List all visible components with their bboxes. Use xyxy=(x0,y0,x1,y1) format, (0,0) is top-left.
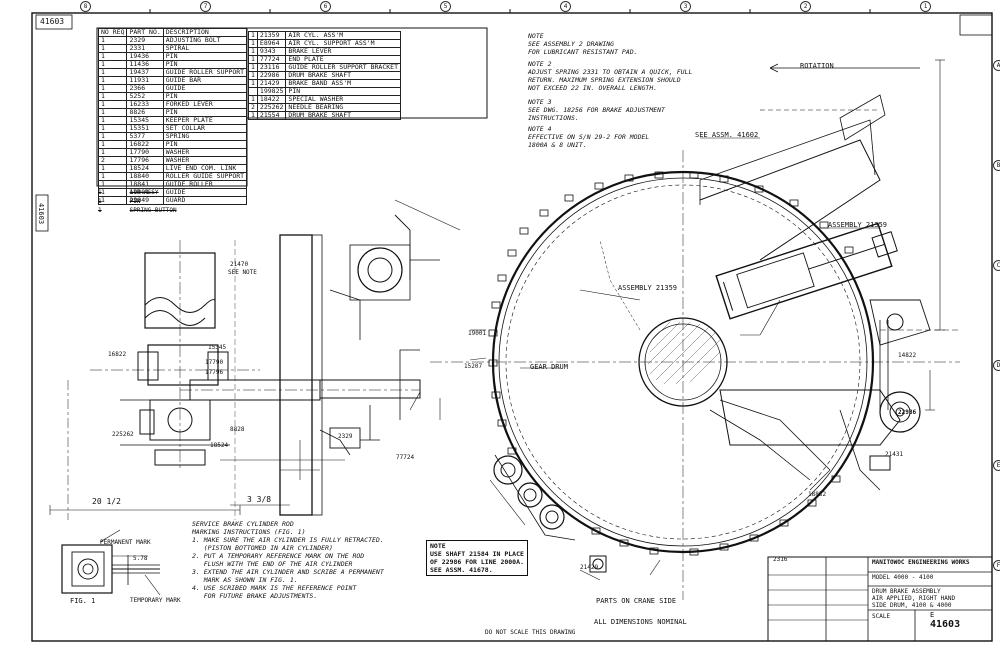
superseded-cell-qty: 1 xyxy=(98,198,102,205)
zone-marker: 4 xyxy=(560,1,571,12)
superseded-cell-qty: 1 xyxy=(98,207,102,214)
title-company: MANITOWOC ENGINEERING WORKS xyxy=(872,559,970,566)
label-dim-578: 5.78 xyxy=(133,555,148,562)
label-dim-20: 20 1/2 xyxy=(92,497,121,506)
zone-marker: 5 xyxy=(440,1,451,12)
zone-marker: 6 xyxy=(320,1,331,12)
drawing-number-corner: 41603 xyxy=(40,17,65,26)
title-line-1: DRUM BRAKE ASSEMBLY xyxy=(872,588,941,595)
zone-marker: 7 xyxy=(200,1,211,12)
zone-marker: D xyxy=(993,360,1000,371)
part-label-22986: 22986 xyxy=(898,409,917,416)
bom-cell-desc: BRAKE BAND ASS'M xyxy=(285,79,401,88)
part-label-15207: 15207 xyxy=(464,363,483,370)
service-notes: SERVICE BRAKE CYLINDER ROD MARKING INSTR… xyxy=(192,520,384,600)
note-1: NOTE SEE ASSEMBLY 2 DRAWING FOR LUBRICAN… xyxy=(528,32,638,56)
title-model: MODEL 4000 - 4100 xyxy=(872,574,934,581)
part-label-18832: 18832 xyxy=(808,491,827,498)
label-all-dimensions: ALL DIMENSIONS NOMINAL xyxy=(594,618,687,626)
superseded-cell-desc: AIR ASSY xyxy=(129,189,159,196)
label-rotation: ROTATION xyxy=(800,62,834,70)
label-see-assm: SEE ASSM. 41602 xyxy=(695,131,759,139)
label-parts-crane-side: PARTS ON CRANE SIDE xyxy=(596,597,677,605)
part-label-21470: 21470 xyxy=(230,261,249,268)
zone-marker: 1 xyxy=(920,1,931,12)
part-label-17796: 17796 xyxy=(205,369,224,376)
label-dim-38: 3 3/8 xyxy=(247,495,272,504)
part-label-8828: 8828 xyxy=(230,426,245,433)
label-assembly-21359: ASSEMBLY 21359 xyxy=(618,284,678,292)
zone-marker: 2 xyxy=(800,1,811,12)
title-rev: E xyxy=(930,611,935,619)
part-label-17790: 17790 xyxy=(205,359,224,366)
label-fig1: FIG. 1 xyxy=(70,597,96,605)
note-2: NOTE 2 ADJUST SPRING 2331 TO OBTAIN A QU… xyxy=(528,60,693,92)
zone-marker: A xyxy=(993,60,1000,71)
superseded-row: 1 PIN xyxy=(98,199,191,208)
zone-marker: E xyxy=(993,460,1000,471)
bom-cell-part: 29049 xyxy=(126,196,164,205)
note-3: NOTE 3 SEE DWG. 18256 FOR BRAKE ADJUSTME… xyxy=(528,98,665,122)
superseded-cell-desc: PIN xyxy=(129,198,141,205)
zone-marker: 3 xyxy=(680,1,691,12)
title-line-3: SIDE DRUM, 4100 & 4000 xyxy=(872,602,952,609)
part-label-16822: 16822 xyxy=(108,351,127,358)
title-line-2: AIR APPLIED, RIGHT HAND xyxy=(872,595,956,602)
part-label-225262: 225262 xyxy=(112,431,134,438)
part-label-15345: 15345 xyxy=(208,344,227,351)
part-label-18524: 18524 xyxy=(210,442,229,449)
zone-marker: 8 xyxy=(80,1,91,12)
title-scale: SCALE xyxy=(872,613,891,620)
superseded-cell-desc: SPRING BUTTON xyxy=(129,207,177,214)
bom-cell-qty: 1 xyxy=(248,79,258,88)
title-dwg-no: 41603 xyxy=(930,619,961,630)
part-label-77724: 77724 xyxy=(396,454,415,461)
zone-marker: B xyxy=(993,160,1000,171)
part-label-21429: 21429 xyxy=(580,564,599,571)
superseded-row: 1 SPRING BUTTON xyxy=(98,208,191,217)
part-label-2329: 2329 xyxy=(338,433,353,440)
label-permanent-mark: PERMANENT MARK xyxy=(100,539,151,546)
note-4: NOTE 4 EFFECTIVE ON S/N 29-2 FOR MODEL 1… xyxy=(528,125,650,149)
bom-cell-desc: DRUM BRAKE SHAFT xyxy=(285,111,401,120)
label-gear-drum: GEAR DRUM xyxy=(530,363,568,371)
bom-cell-qty: 1 xyxy=(97,196,128,205)
part-label-21431: 21431 xyxy=(885,451,904,458)
zone-marker: F xyxy=(993,560,1000,571)
part-label-19001: 19001 xyxy=(468,330,487,337)
bom-cell-qty: 1 xyxy=(248,111,258,120)
label-temporary-mark: TEMPORARY MARK xyxy=(130,597,181,604)
bom-cell-part: 21554 xyxy=(256,111,287,120)
zone-marker: C xyxy=(993,260,1000,271)
label-do-not-scale: DO NOT SCALE THIS DRAWING xyxy=(485,629,576,636)
part-label-2316: 2316 xyxy=(773,556,788,563)
note-5: NOTE USE SHAFT 21584 IN PLACE OF 22986 F… xyxy=(426,540,528,576)
superseded-row: 1 AIR ASSY xyxy=(98,190,191,199)
superseded-cell-qty: 1 xyxy=(98,189,102,196)
bom-cell-desc: GUARD xyxy=(162,196,248,205)
part-label-14822: 14822 xyxy=(898,352,917,359)
label-see-note: SEE NOTE xyxy=(228,269,257,276)
drawing-number-side: 41603 xyxy=(37,202,46,225)
label-assembly-2: ASSEMBLY 21359 xyxy=(828,221,888,229)
